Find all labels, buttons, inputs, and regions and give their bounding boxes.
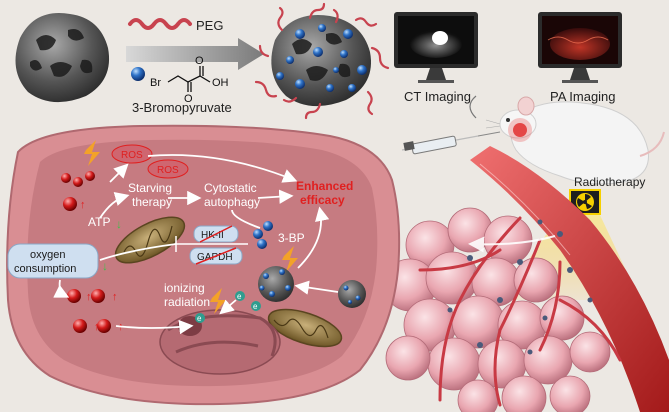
pa-imaging-label: PA Imaging: [550, 89, 616, 104]
bromopyruvate-label: 3-Bromopyruvate: [132, 100, 232, 115]
ct-imaging-label: CT Imaging: [404, 89, 471, 104]
lightning-icon-3: [210, 288, 226, 314]
peg-chain-icon: [128, 18, 192, 30]
blood-vessel: [470, 146, 669, 412]
loaded-nanoparticle: [254, 2, 390, 120]
ros-bubble-1: ROS: [111, 144, 153, 164]
hk-pill: HK-II: [193, 225, 239, 243]
cell: ROS ROS ↑ ↑ ↑ ↑ ↑ Starving therapy Cytos…: [6, 124, 401, 406]
mitochondrion-2: [267, 308, 343, 348]
enhanced-label-1: Enhanced: [296, 179, 353, 193]
nucleus: [159, 309, 281, 375]
starving-label-1: Starving: [128, 181, 172, 195]
bp-molecules: 3-BP: [253, 221, 305, 249]
electron-label-3: e: [197, 314, 202, 323]
atp-label: ATP: [88, 215, 110, 229]
accumulated-nanoparticles: [447, 219, 593, 355]
ionizing-label-1: ionizing: [164, 281, 205, 295]
bromopyruvate-structure-icon: [167, 66, 211, 92]
ros-label-2: ROS: [157, 165, 179, 176]
lightning-icon-1: [84, 140, 100, 166]
cytostatic-label-2: autophagy: [204, 195, 260, 209]
bp-label: 3-BP: [278, 231, 305, 245]
svg-text:↑: ↑: [112, 291, 118, 303]
svg-text:O: O: [195, 55, 204, 67]
starving-label-2: therapy: [132, 195, 172, 209]
mouse: [469, 95, 665, 185]
ionizing-label-2: radiation: [164, 295, 210, 309]
pathway-arrows: [53, 154, 339, 335]
cytostatic-label-1: Cytostatic: [204, 181, 257, 195]
syringe: [401, 131, 501, 155]
enhanced-label-2: efficacy: [300, 193, 345, 207]
gapdh-label: GAPDH: [197, 252, 233, 263]
pa-monitor: PA Imaging: [538, 12, 622, 104]
svg-text:OH: OH: [212, 77, 229, 89]
synthesis-arrow: [126, 38, 264, 70]
oxygen-label-1: oxygen: [30, 249, 65, 261]
ct-monitor: CT Imaging: [394, 12, 478, 104]
peg-label: PEG: [196, 18, 223, 33]
gapdh-pill: GAPDH: [189, 247, 243, 265]
electron-label-1: e: [237, 292, 242, 301]
oxygen-down-arrow: ↓: [102, 259, 108, 273]
bromopyruvate-sphere-icon: [131, 67, 145, 81]
peg-legend: PEG: [128, 18, 223, 33]
oxygen-label-2: consumption: [14, 263, 76, 275]
oxygen-molecules-top: ↑: [61, 171, 95, 211]
lightning-icon-2: [282, 246, 298, 272]
electron-label-2: e: [253, 302, 258, 311]
svg-text:O: O: [184, 93, 193, 105]
svg-text:↑: ↑: [80, 199, 86, 211]
radiotherapy-label: Radiotherapy: [574, 175, 645, 189]
svg-text:↑: ↑: [94, 321, 100, 333]
ros-bubble-2: ROS: [147, 159, 189, 179]
svg-text:Br: Br: [150, 77, 161, 89]
cell-nanoparticle: [258, 266, 294, 302]
incoming-nanoparticle: [338, 280, 366, 308]
ros-label-1: ROS: [121, 150, 143, 161]
tumor-region: [383, 146, 669, 412]
bare-nanoparticle: [15, 13, 110, 103]
svg-text:↑: ↑: [86, 291, 92, 303]
electrons: e e e: [195, 291, 261, 323]
bromopyruvate-legend: Br O O OH 3-Bromopyruvate: [131, 55, 232, 115]
atp-down-arrow: ↓: [116, 217, 122, 231]
oxygen-consumption-pill: oxygen consumption ↓: [7, 243, 108, 279]
